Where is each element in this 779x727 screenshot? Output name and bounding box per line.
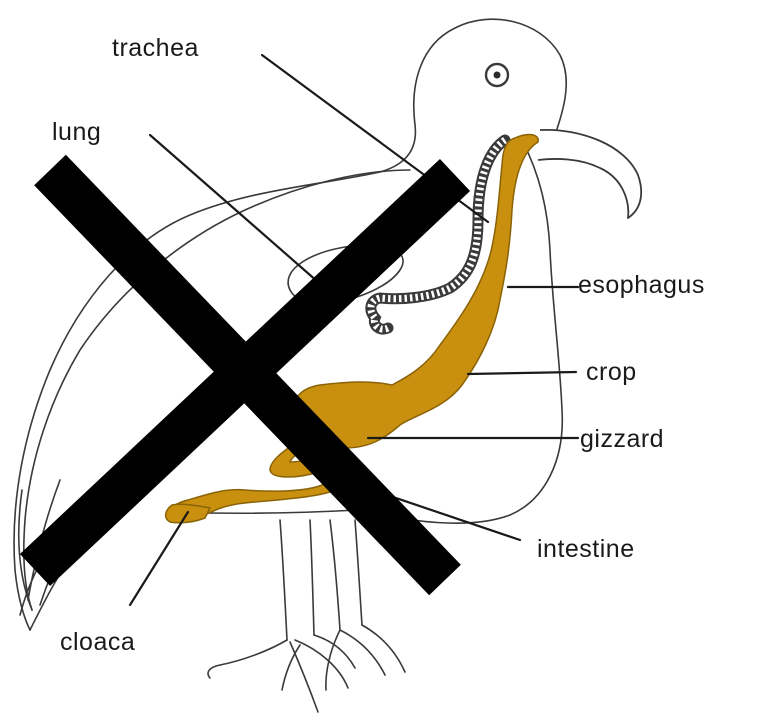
label-lung: lung: [52, 120, 101, 145]
label-crop: crop: [586, 360, 637, 385]
leader-line-lung: [150, 135, 318, 282]
eye-pupil: [494, 72, 501, 79]
cross-out-mark: [35, 170, 455, 580]
label-gizzard: gizzard: [580, 427, 664, 452]
label-intestine: intestine: [537, 537, 635, 562]
beak: [538, 130, 641, 218]
label-cloaca: cloaca: [60, 630, 135, 655]
label-trachea: trachea: [112, 36, 199, 61]
label-esophagus: esophagus: [578, 273, 705, 298]
leader-line-cloaca: [130, 512, 188, 605]
